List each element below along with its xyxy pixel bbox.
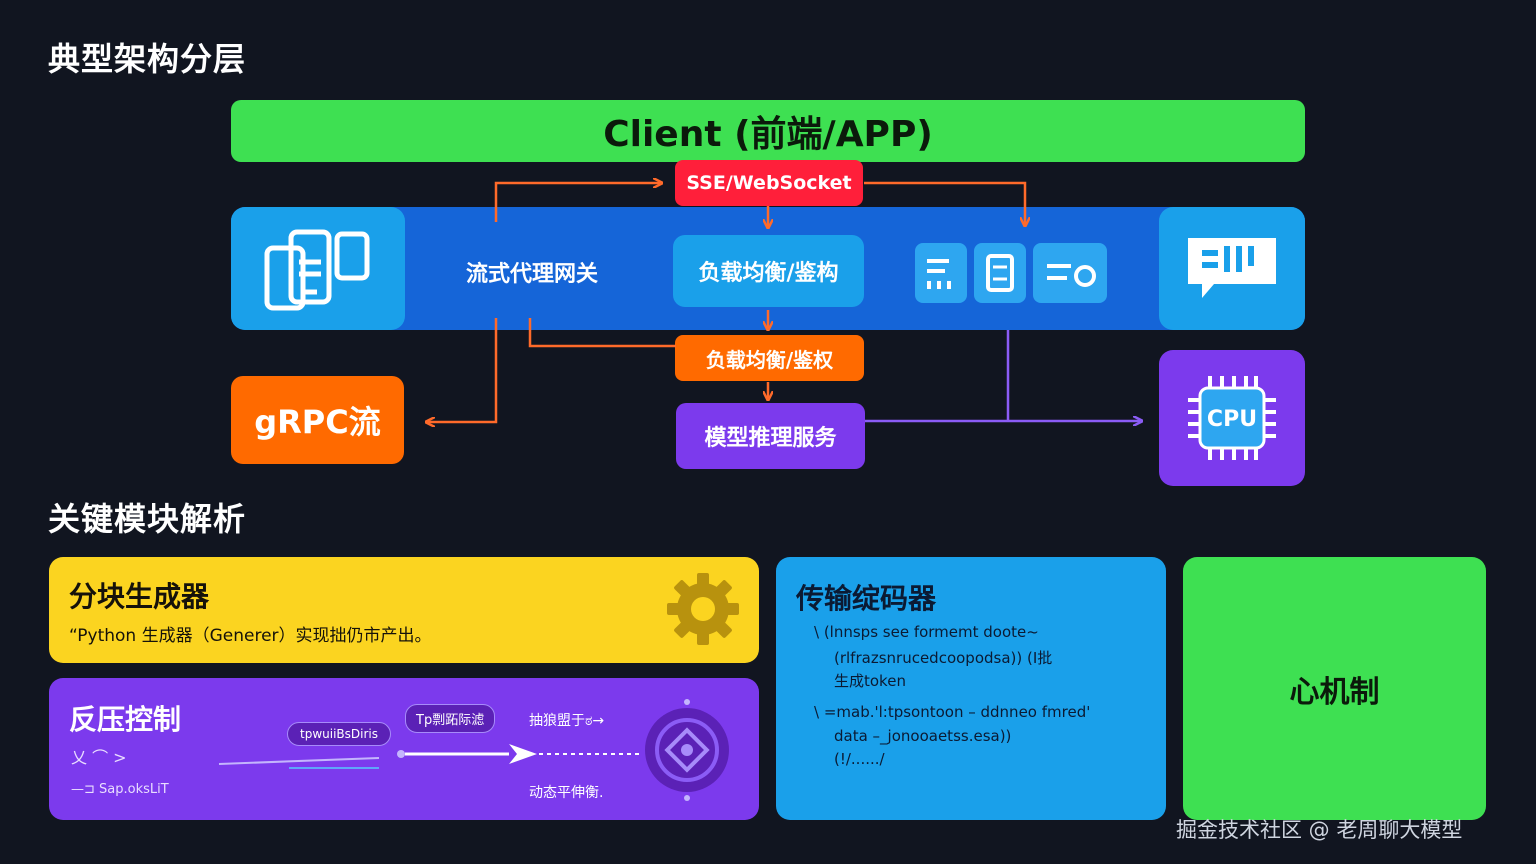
arrow-gateway-to-lb-bottom [528,318,676,348]
arrow-sse-to-stream [864,181,1025,224]
card-backpressure-left1: 乂 ⌒ > [71,748,127,767]
sse-websocket-box: SSE/WebSocket [675,160,863,206]
grpc-stream-box: gRPC流 [231,376,404,464]
load-balancer-top: 负载均衡/鉴构 [673,235,864,307]
client-label: Client (前端/APP) [603,114,933,155]
encoder-code-line-4: \ =mab.'l:tpsontoon – ddnneo fmred' [814,703,1091,721]
settings-sliders-icon [927,259,951,289]
chat-bars-icon [1188,237,1276,298]
cpu-tile: CPU [1159,350,1305,486]
service-icon-tile-2 [974,243,1026,303]
phones-tile [231,207,405,330]
backpressure-pill-2: tpwuiiBsDiris [287,722,391,746]
model-inference-label: 模型推理服务 [704,426,837,451]
arrow-gateway-to-grpc [428,318,498,422]
encoder-code-line-3: 生成token [834,672,906,690]
pressure-valve-icon [645,699,729,801]
flow-arrow-lines [218,744,639,769]
cpu-chip-icon: CPU [1188,376,1276,460]
model-inference-box: 模型推理服务 [676,403,865,469]
card-chunk-generator-desc: “Python 生成器（Generer）实现拙仍市产出。 [69,626,432,646]
card-backpressure-left2: —⊐ Sap.oksLiT [71,782,169,797]
card-backpressure: 反压控制 乂 ⌒ > —⊐ Sap.oksLiT Tp剽跖际滤 tpwuiiBs… [49,678,759,820]
server-rack-icon [986,254,1014,292]
gateway-label: 流式代理网关 [466,262,599,287]
grpc-stream-label: gRPC流 [254,403,381,441]
backpressure-bottom-label: 动态平伸衡. [529,785,604,801]
encoder-code-line-1: \ (lnnsps see formemt doote~ [814,623,1039,641]
network-node-icon [1047,264,1096,287]
stream-output-tile [1159,207,1305,330]
backpressure-flow-label: 抽狼盟于ಠ→ [529,713,605,729]
encoder-code-line-6: (!/....../ [834,750,885,768]
load-balancer-top-label: 负载均衡/鉴构 [698,261,839,286]
card-backpressure-title: 反压控制 [69,703,182,736]
load-balancer-bottom: 负载均衡/鉴权 [675,335,864,381]
watermark: 掘金技术社区 @ 老周聊大模型 [1176,818,1463,842]
card-chunk-generator-title: 分块生成器 [69,580,210,613]
service-icon-tile-1 [915,243,967,303]
arrow-gateway-to-sse [494,183,660,222]
architecture-heading: 典型架构分层 [48,40,247,78]
card-transport-encoder: 传输绽码器 \ (lnnsps see formemt doote~ (rlfr… [776,557,1166,820]
client-bar: Client (前端/APP) [231,100,1305,162]
modules-heading: 关键模块解析 [48,500,247,538]
mobile-devices-icon [264,229,370,310]
card-chunk-generator: 分块生成器 “Python 生成器（Generer）实现拙仍市产出。 [49,557,759,663]
gear-icon [667,573,739,645]
service-icon-tile-3 [1033,243,1107,303]
card-heartbeat: 心机制 [1183,557,1486,820]
load-balancer-bottom-label: 负载均衡/鉴权 [705,347,834,372]
encoder-code-line-2: (rlfrazsnrucedcoopodsa)) (I批 [834,649,1053,667]
backpressure-pill-1: Tp剽跖际滤 [405,704,496,733]
cpu-chip-label: CPU [1207,407,1257,432]
card-heartbeat-title: 心机制 [1289,674,1380,710]
card-transport-encoder-title: 传输绽码器 [796,582,937,615]
encoder-code-line-5: data –_jonooaetss.esa)) [834,727,1012,745]
sse-websocket-label: SSE/WebSocket [686,172,852,194]
